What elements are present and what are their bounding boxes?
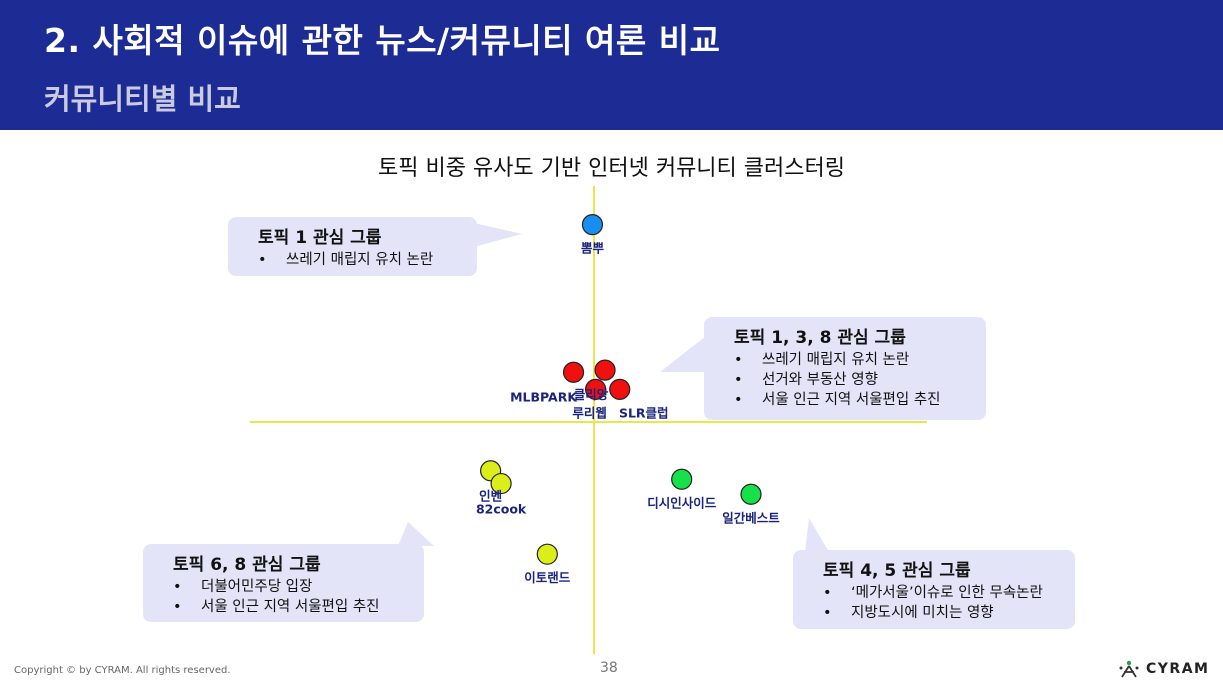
callout-tail xyxy=(805,518,829,552)
cyram-logo-icon xyxy=(1119,660,1139,678)
logo-text: CYRAM xyxy=(1146,661,1210,677)
callout-tail xyxy=(398,522,434,546)
data-label-3: 클리앙 xyxy=(574,387,609,402)
callout-title: 토픽 1 관심 그룹 xyxy=(258,228,382,248)
callout-topic-1-3-8: 토픽 1, 3, 8 관심 그룹 쓰레기 매립지 유치 논란 선거와 부동산 영… xyxy=(704,317,986,420)
page-number: 38 xyxy=(600,660,618,676)
data-label-6: 인벤 xyxy=(479,489,502,504)
data-point-8 xyxy=(536,543,558,565)
copyright-text: Copyright © by CYRAM. All rights reserve… xyxy=(14,665,231,676)
callout-item: 선거와 부동산 영향 xyxy=(734,370,972,390)
data-point-3 xyxy=(594,359,616,381)
callout-topic-4-5: 토픽 4, 5 관심 그룹 ‘메가서울’이슈로 인한 무속논란 지방도시에 미치… xyxy=(793,550,1075,629)
callout-title: 토픽 6, 8 관심 그룹 xyxy=(173,555,321,575)
callout-item: 쓰레기 매립지 유치 논란 xyxy=(734,350,972,370)
data-label-9: 디시인사이드 xyxy=(647,495,717,510)
slide-title: 2. 사회적 이슈에 관한 뉴스/커뮤니티 여론 비교 xyxy=(44,21,721,60)
chart-title: 토픽 비중 유사도 기반 인터넷 커뮤니티 클러스터링 xyxy=(377,156,845,181)
data-label-2: MLBPARK xyxy=(510,389,578,404)
callout-item: ‘메가서울’이슈로 인한 무속논란 xyxy=(823,583,1061,603)
data-point-1 xyxy=(581,214,604,236)
callout-item: 쓰레기 매립지 유치 논란 xyxy=(258,250,463,270)
data-label-8: 이토랜드 xyxy=(524,570,571,585)
slide-subtitle: 커뮤니티별 비교 xyxy=(44,82,241,116)
data-label-10: 일간베스트 xyxy=(722,510,780,525)
header-banner: 2. 사회적 이슈에 관한 뉴스/커뮤니티 여론 비교 커뮤니티별 비교 xyxy=(0,0,1223,130)
vertical-axis xyxy=(593,186,595,654)
callout-title: 토픽 4, 5 관심 그룹 xyxy=(823,561,971,581)
callout-item: 더불어민주당 입장 xyxy=(173,577,410,597)
callout-tail xyxy=(470,222,522,248)
callout-topic-6-8: 토픽 6, 8 관심 그룹 더불어민주당 입장 서울 인근 지역 서울편입 추진 xyxy=(143,544,424,622)
data-label-1: 뽐뿌 xyxy=(581,241,605,256)
callout-title: 토픽 1, 3, 8 관심 그룹 xyxy=(734,328,906,348)
horizontal-axis xyxy=(250,421,927,423)
data-label-5: SLR클럽 xyxy=(619,405,669,420)
data-point-5 xyxy=(609,378,631,400)
callout-item: 서울 인근 지역 서울편입 추진 xyxy=(734,390,972,410)
data-point-9 xyxy=(671,468,693,490)
data-point-2 xyxy=(562,361,585,383)
cyram-logo: CYRAM xyxy=(1118,659,1209,679)
callout-tail xyxy=(660,336,706,372)
data-label-4: 루리웹 xyxy=(572,405,607,420)
callout-item: 지방도시에 미치는 영향 xyxy=(823,603,1061,623)
data-label-7: 82cook xyxy=(476,502,527,517)
data-point-4 xyxy=(584,378,607,400)
callout-topic-1: 토픽 1 관심 그룹 쓰레기 매립지 유치 논란 xyxy=(228,217,477,276)
data-point-10 xyxy=(740,483,762,505)
data-point-7 xyxy=(490,472,512,495)
callout-item: 서울 인근 지역 서울편입 추진 xyxy=(173,597,410,617)
